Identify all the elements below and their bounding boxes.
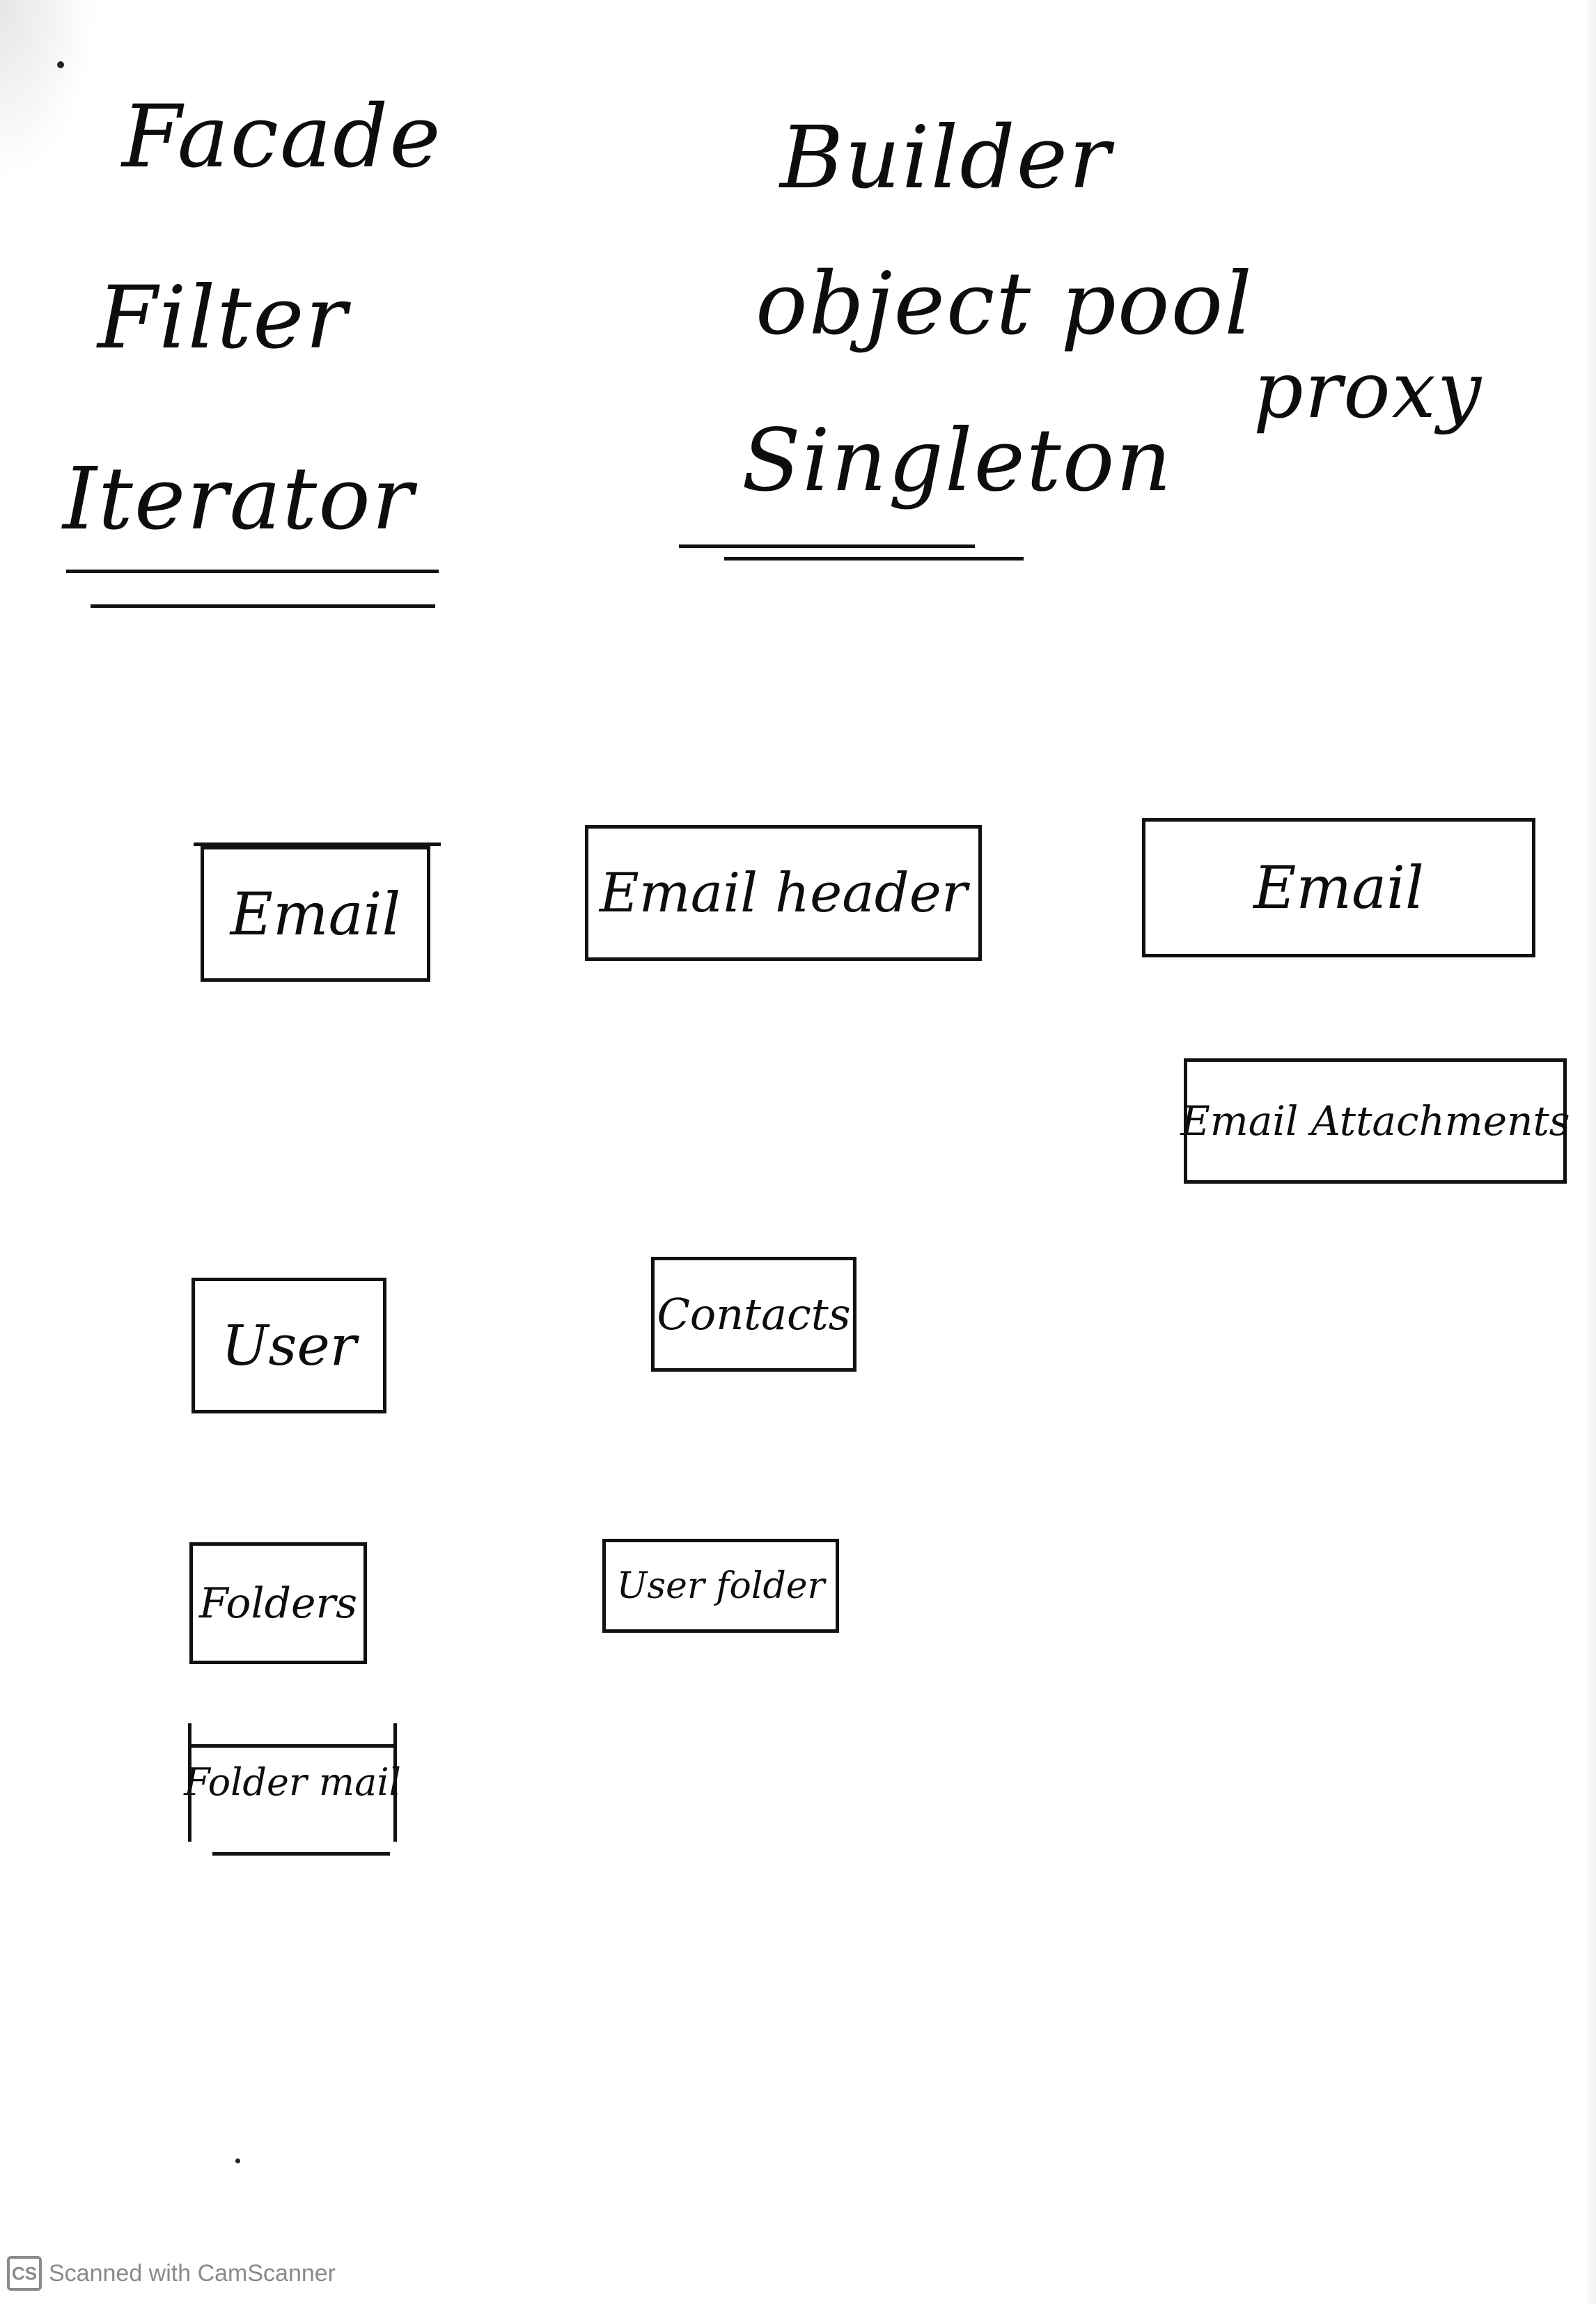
pattern-filter: Filter: [97, 268, 348, 368]
box-email-attachments: Email Attachments: [1180, 1058, 1570, 1184]
scan-edge: [1583, 0, 1596, 2304]
pattern-singleton: Singleton: [742, 411, 1173, 511]
box-email-label: Email: [230, 879, 401, 948]
singleton-underline-2: [724, 557, 1024, 561]
ink-dot: [235, 2158, 240, 2163]
box-email-top-stroke: [194, 843, 441, 846]
box-user-folder: User folder: [602, 1539, 839, 1633]
box-email-header-label: Email header: [599, 861, 968, 925]
singleton-underline-1: [679, 544, 975, 548]
scanner-text: Scanned with CamScanner: [49, 2259, 336, 2287]
box-folder-mail-top: [191, 1744, 393, 1748]
box-user: User: [191, 1278, 386, 1413]
box-folders: Folders: [189, 1542, 367, 1664]
iterator-underline-2: [91, 604, 435, 608]
box-folder-mail-label: Folder mail: [184, 1760, 401, 1804]
box-email-2-label: Email: [1253, 854, 1424, 922]
box-email-header: Email header: [585, 825, 982, 961]
box-folder-mail-bottom: [212, 1852, 390, 1856]
box-folder-mail: Folder mail: [184, 1723, 401, 1842]
pattern-facade: Facade: [122, 87, 442, 187]
pattern-proxy: proxy: [1253, 345, 1483, 436]
box-folders-label: Folders: [198, 1578, 358, 1628]
box-contacts-label: Contacts: [657, 1288, 851, 1340]
pattern-object-pool: object pool: [756, 254, 1253, 354]
camscanner-logo-icon: CS: [7, 2256, 42, 2291]
pattern-builder: Builder: [780, 108, 1112, 208]
box-user-label: User: [221, 1312, 357, 1378]
scanner-watermark: CS Scanned with CamScanner: [7, 2256, 336, 2291]
iterator-underline-1: [66, 570, 439, 573]
box-contacts: Contacts: [651, 1257, 856, 1372]
box-email-2: Email: [1142, 818, 1535, 957]
box-email: Email: [201, 846, 430, 982]
box-email-attachments-label: Email Attachments: [1180, 1097, 1570, 1145]
ink-dot: [57, 61, 64, 68]
box-user-folder-label: User folder: [616, 1565, 825, 1607]
pattern-iterator: Iterator: [63, 449, 415, 549]
scan-shadow: [0, 0, 97, 181]
